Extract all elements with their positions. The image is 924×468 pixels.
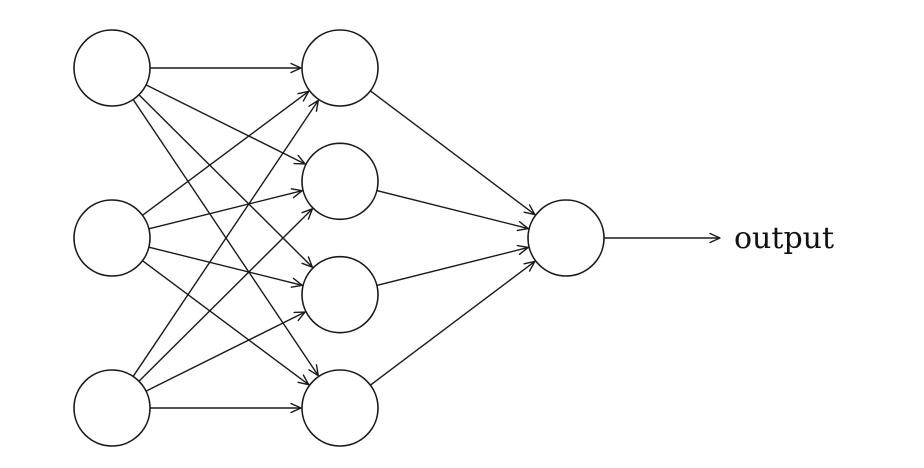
edge-input-3-to-hidden-1: [132, 99, 319, 377]
edge-input-2-to-hidden-1: [142, 90, 310, 216]
edge-input-1-to-hidden-2: [145, 84, 306, 165]
edge-hidden-2-to-output-1: [376, 189, 529, 232]
edge-input-2-to-hidden-2: [148, 188, 303, 230]
edge-input-3-to-hidden-3: [145, 311, 306, 392]
edge-hidden-4-to-output-1: [369, 260, 536, 386]
input-neuron-2: [73, 199, 151, 277]
edge-input-3-to-hidden-2: [138, 208, 314, 382]
edge-input-1-to-hidden-3: [138, 94, 314, 268]
output-group: output: [604, 221, 834, 256]
hidden-neuron-4: [301, 369, 379, 447]
neurons: [73, 29, 605, 447]
edge-input-2-to-hidden-4: [142, 260, 310, 386]
edge-input-2-to-hidden-3: [148, 246, 303, 288]
hidden-neuron-2: [301, 142, 379, 221]
input-neuron-1: [73, 29, 151, 107]
edge-hidden-1-to-output-1: [369, 90, 536, 216]
connections: [132, 62, 536, 414]
hidden-neuron-3: [301, 255, 379, 334]
input-neuron-3: [73, 369, 151, 447]
edge-hidden-3-to-output-1: [376, 244, 529, 287]
hidden-neuron-1: [301, 29, 379, 107]
output-neuron-1: [527, 199, 605, 277]
output-label: output: [734, 221, 834, 256]
